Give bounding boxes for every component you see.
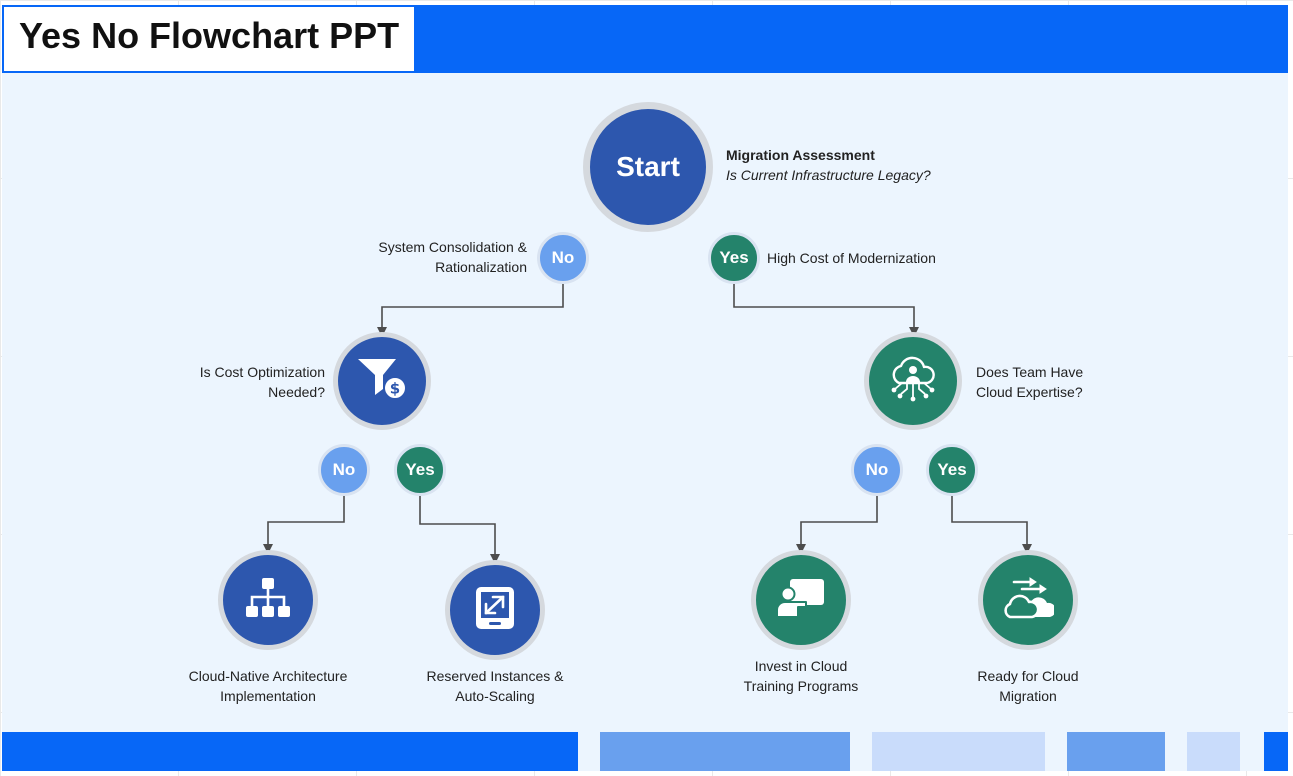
start-question: Is Current Infrastructure Legacy? <box>726 167 931 183</box>
training-node[interactable] <box>751 550 851 650</box>
title-box[interactable]: Yes No Flowchart PPT <box>2 5 416 73</box>
footer-bar-3 <box>872 732 1045 771</box>
yes-badge-cost[interactable]: Yes <box>394 444 446 496</box>
no-badge-top[interactable]: No <box>537 232 589 284</box>
reserved-instances-node[interactable] <box>445 560 545 660</box>
yes-badge-top[interactable]: Yes <box>708 232 760 284</box>
training-presentation-icon <box>776 576 826 625</box>
start-label: Start <box>616 151 680 182</box>
slide: Yes No Flowchart PPT Start Migration Ass… <box>2 5 1288 771</box>
connector-team-yes <box>951 494 1032 554</box>
reserved-instances-text: Reserved Instances & Auto-Scaling <box>426 668 564 704</box>
cost-optimization-node[interactable]: $ <box>333 332 431 430</box>
footer-bar-5 <box>1187 732 1240 771</box>
cloud-native-text: Cloud-Native Architecture Implementation <box>188 668 348 704</box>
team-expertise-node[interactable] <box>864 332 962 430</box>
training-text: Invest in Cloud Training Programs <box>743 658 859 694</box>
cost-question: Is Cost Optimization Needed? <box>199 364 325 400</box>
start-node[interactable]: Start <box>583 102 713 232</box>
no-branch-text: System Consolidation & Rationalization <box>378 239 527 275</box>
no-badge-cost[interactable]: No <box>318 444 370 496</box>
svg-text:$: $ <box>390 379 400 397</box>
footer-bar-1 <box>2 732 578 771</box>
yes-branch-text: High Cost of Modernization <box>767 250 936 266</box>
start-heading: Migration Assessment <box>726 147 875 163</box>
connector-lines <box>263 284 1032 564</box>
team-question: Does Team Have Cloud Expertise? <box>976 364 1084 400</box>
tablet-expand-icon <box>473 585 517 636</box>
cloud-person-network-icon <box>885 353 941 410</box>
slide-title: Yes No Flowchart PPT <box>19 15 400 56</box>
cloud-transfer-icon <box>1002 575 1056 626</box>
footer-bar-6 <box>1264 732 1288 771</box>
connector-cost-yes <box>419 494 500 564</box>
cloud-native-node[interactable] <box>218 550 318 650</box>
footer-bar-4 <box>1067 732 1165 771</box>
no-badge-team[interactable]: No <box>851 444 903 496</box>
connector-team-no <box>796 494 878 554</box>
funnel-dollar-icon: $ <box>355 355 409 408</box>
footer-bar-2 <box>600 732 850 771</box>
connector-yes-to-team <box>733 284 919 337</box>
yes-badge-team[interactable]: Yes <box>926 444 978 496</box>
connector-no-to-cost <box>377 284 564 337</box>
ready-migration-text: Ready for Cloud Migration <box>977 668 1079 704</box>
connector-cost-no <box>263 494 345 554</box>
ready-migration-node[interactable] <box>978 550 1078 650</box>
hierarchy-icon <box>244 576 292 625</box>
